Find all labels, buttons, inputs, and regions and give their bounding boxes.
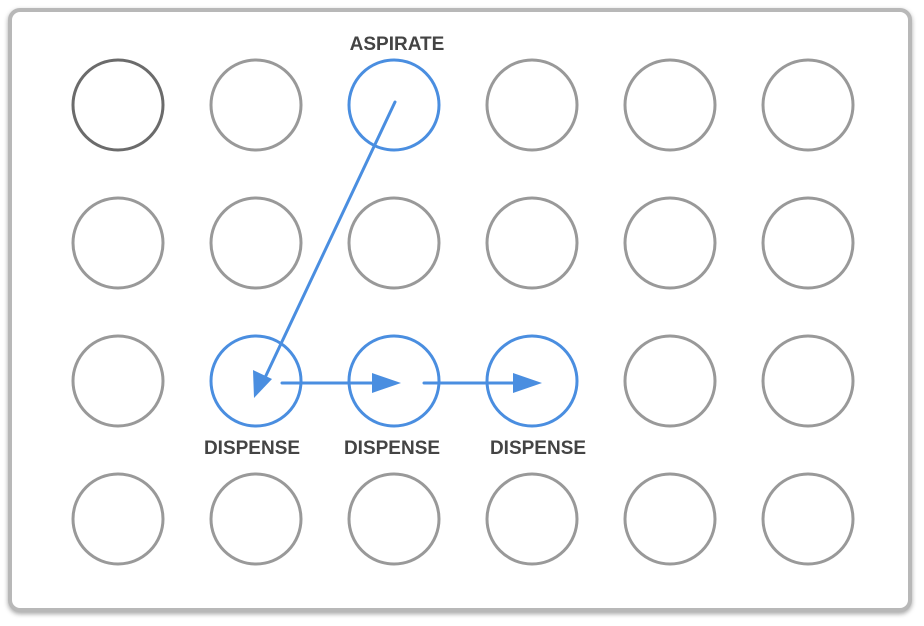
arrowhead-dispense-1	[253, 370, 272, 398]
well-r1c1	[71, 58, 165, 152]
aspirate-label: ASPIRATE	[350, 34, 445, 55]
well-r1c2	[209, 58, 303, 152]
arrow-aspirate-to-dispense-1	[260, 100, 397, 386]
dispense-label-2: DISPENSE	[344, 438, 440, 459]
well-r4c5	[623, 472, 717, 566]
well-r3c5	[623, 334, 717, 428]
well-r4c2	[209, 472, 303, 566]
wells-group	[71, 58, 855, 566]
well-r3c1	[71, 334, 165, 428]
dispense-label-1: DISPENSE	[204, 438, 300, 459]
well-r1c6	[761, 58, 855, 152]
well-r2c6	[761, 196, 855, 290]
well-r2c2	[209, 196, 303, 290]
well-r2c4	[485, 196, 579, 290]
arrowhead-dispense-2	[372, 373, 401, 393]
well-r4c4	[485, 472, 579, 566]
well-r3c6	[761, 334, 855, 428]
well-r4c6	[761, 472, 855, 566]
well-r4c1	[71, 472, 165, 566]
well-r4c3	[347, 472, 441, 566]
arrowhead-dispense-3	[513, 373, 542, 393]
well-r2c1	[71, 196, 165, 290]
well-r2c3	[347, 196, 441, 290]
dispense-label-3: DISPENSE	[490, 438, 586, 459]
well-r1c5	[623, 58, 717, 152]
well-r2c5	[623, 196, 717, 290]
well-r1c4	[485, 58, 579, 152]
transfer-arrows	[253, 100, 542, 398]
